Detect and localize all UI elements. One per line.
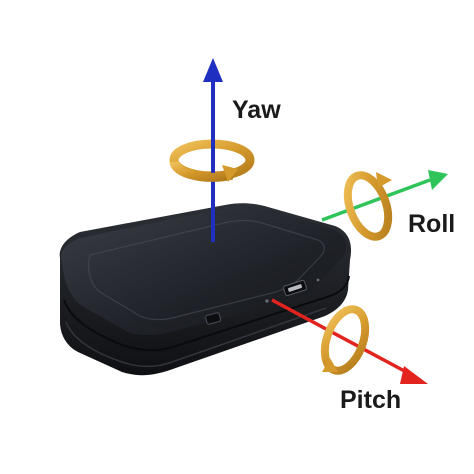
device-led (265, 299, 269, 303)
pitch-rotation-icon (320, 305, 370, 375)
yaw-axis-arrow (203, 58, 223, 242)
roll-label: Roll (408, 210, 455, 238)
roll-rotation-icon (343, 171, 393, 241)
yaw-label: Yaw (232, 96, 281, 124)
pitch-axis-arrow (271, 298, 428, 384)
yaw-rotation-arrowhead-icon (169, 160, 238, 182)
device-seam (63, 275, 350, 352)
usb-port-icon (283, 279, 307, 297)
pitch-label: Pitch (340, 386, 401, 414)
gps-tracker-device (59, 203, 352, 376)
device-edge-highlight (65, 307, 327, 368)
device-led (316, 278, 320, 282)
roll-axis-arrow (321, 170, 448, 222)
device-switch (205, 312, 222, 325)
